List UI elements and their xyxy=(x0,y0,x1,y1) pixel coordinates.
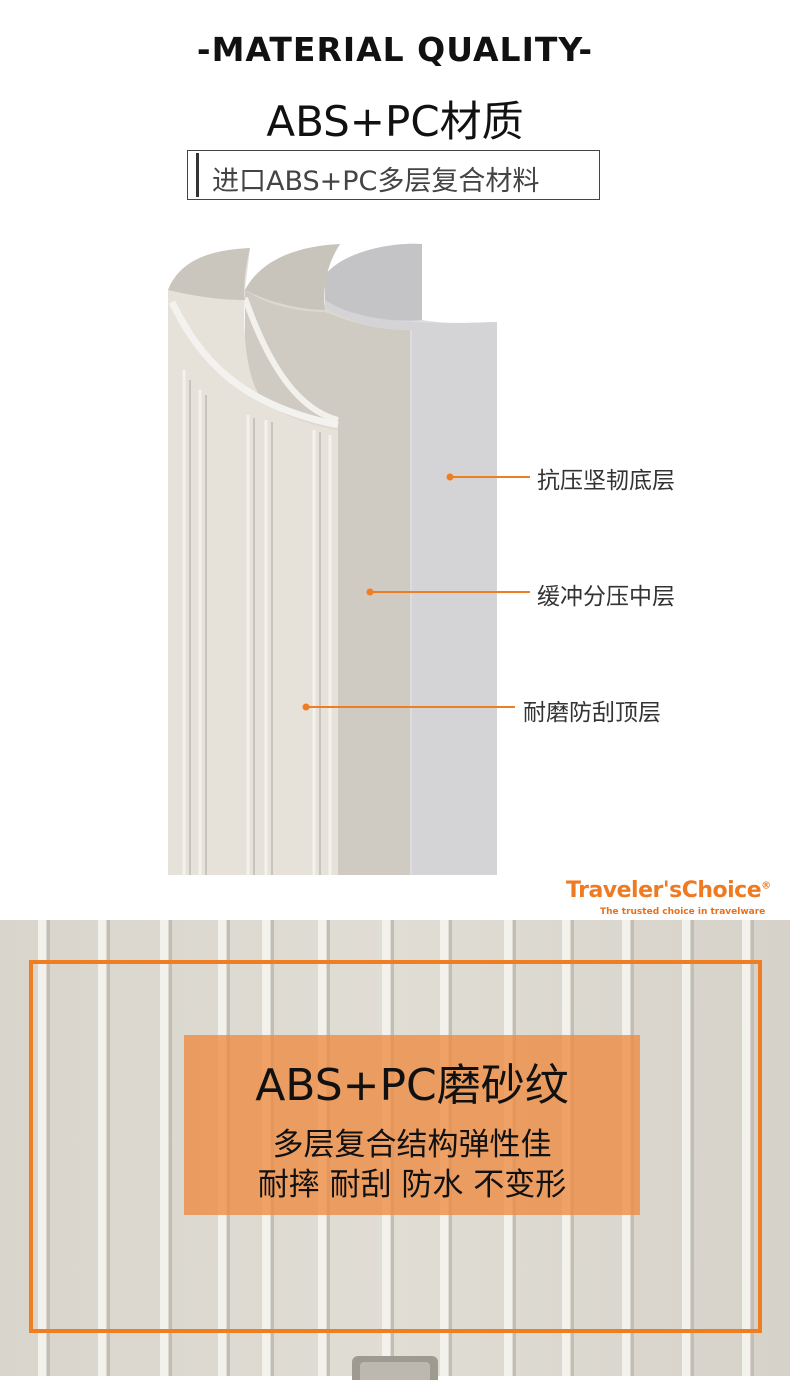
inner-layer-shell xyxy=(325,243,497,875)
luggage-hinge-detail xyxy=(352,1356,438,1380)
brand-registered-mark: ® xyxy=(761,880,771,892)
feature-callout-box: ABS+PC磨砂纹 多层复合结构弹性佳 耐摔 耐刮 防水 不变形 xyxy=(184,1035,640,1215)
layer-label-inner: 抗压坚韧底层 xyxy=(537,468,675,494)
outer-ribs-shadow xyxy=(189,380,321,875)
outer-ribs-highlight xyxy=(182,370,332,875)
brand-logo: Traveler'sChoice® xyxy=(566,878,771,903)
callout-outer-layer xyxy=(302,703,515,711)
orange-frame xyxy=(29,960,762,1333)
feature-line-2: 耐摔 耐刮 防水 不变形 xyxy=(257,1167,567,1203)
brand-tagline: The trusted choice in travelware xyxy=(600,907,766,917)
middle-layer-shell xyxy=(242,244,410,875)
layer-label-middle: 缓冲分压中层 xyxy=(537,584,675,610)
outer-layer-shell xyxy=(168,248,339,875)
feature-line-1: 多层复合结构弹性佳 xyxy=(272,1127,552,1163)
material-layers-illustration xyxy=(168,243,530,875)
callout-inner-layer xyxy=(446,473,530,481)
layer-label-outer: 耐磨防刮顶层 xyxy=(523,700,661,726)
luggage-hinge-inner xyxy=(360,1362,430,1380)
feature-title: ABS+PC磨砂纹 xyxy=(255,1060,569,1111)
section-headline: ABS+PC材质 xyxy=(266,97,524,146)
subtitle-box: 进口ABS+PC多层复合材料 xyxy=(187,150,600,200)
brand-name: Traveler'sChoice xyxy=(566,878,762,903)
section-kicker: -MATERIAL QUALITY- xyxy=(196,30,594,69)
subtitle-text: 进口ABS+PC多层复合材料 xyxy=(212,166,540,197)
subtitle-accent-bar xyxy=(196,153,199,197)
callout-middle-layer xyxy=(366,588,530,596)
